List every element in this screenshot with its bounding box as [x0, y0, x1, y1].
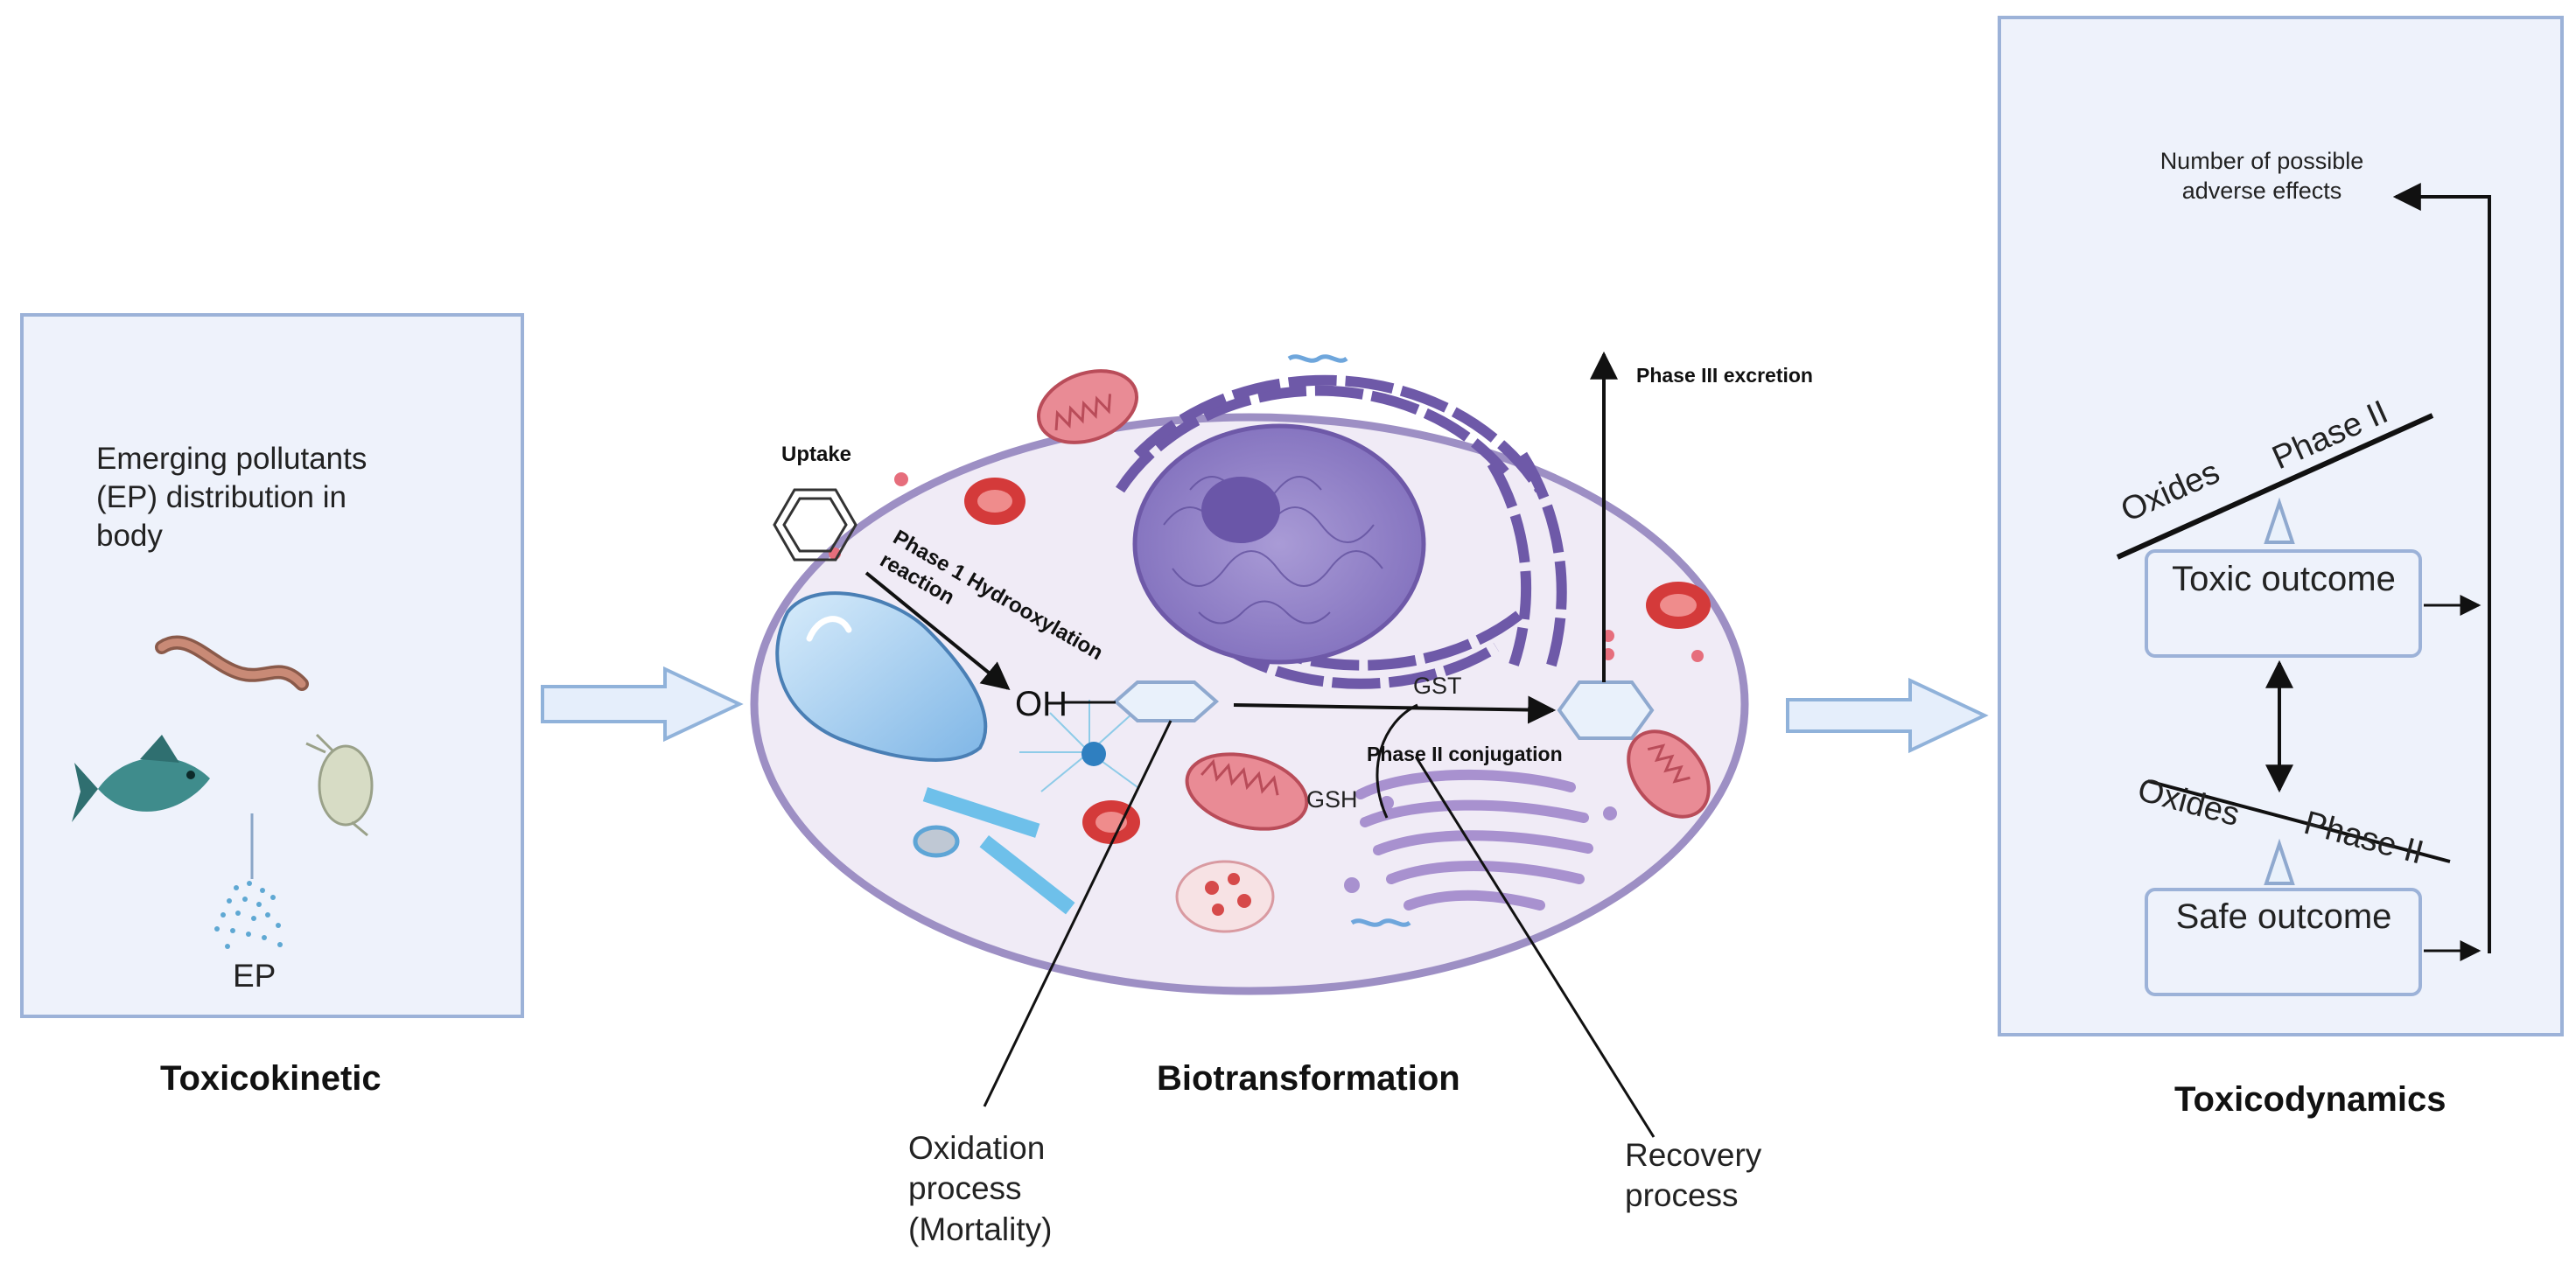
- hexagon-phase2: [1557, 680, 1655, 740]
- golgi-apparatus: [1355, 769, 1593, 911]
- mitochondria-top: [1036, 369, 1139, 444]
- red-organelle-2: [1646, 582, 1711, 629]
- feedback-line: [2392, 183, 2491, 953]
- rna-squiggle-top: [1287, 354, 1348, 363]
- adverse-effects-label: Number of possible adverse effects: [2160, 148, 2364, 204]
- toxicodynamics-title: Toxicodynamics: [2174, 1080, 2446, 1119]
- red-organelle-3: [1082, 800, 1140, 844]
- oh-label: OH: [1015, 685, 1068, 723]
- safe-outcome-box: [2145, 888, 2422, 996]
- mitochondria-bottom-left: [1185, 752, 1309, 831]
- leader-oxidation: [983, 720, 1172, 1107]
- toxic-outcome-box: [2145, 549, 2422, 658]
- toxic-outcome-label: Toxic outcome: [2172, 560, 2396, 598]
- recovery-label: Recovery process: [1625, 1137, 1762, 1214]
- uptake-label: Uptake: [781, 443, 852, 466]
- vacuole-highlight: [806, 616, 852, 642]
- benzene-ring-icon: [773, 488, 858, 562]
- vesicle: [1344, 877, 1360, 893]
- biotransformation-title: Biotransformation: [1157, 1059, 1460, 1098]
- fulcrum-bottom: [2264, 838, 2295, 885]
- fish-icon: [72, 735, 210, 822]
- gsh-label: GSH: [1306, 786, 1358, 813]
- gst-label: GST: [1413, 673, 1462, 699]
- ep-particles-icon: [214, 881, 283, 949]
- hollow-arrow-right: [1786, 677, 1989, 754]
- toxicokinetic-title: Toxicokinetic: [160, 1059, 382, 1098]
- vesicle: [1603, 806, 1617, 820]
- vacuole: [775, 591, 988, 762]
- balance-beam-top: [2116, 413, 2434, 560]
- toxicokinetic-description: Emerging pollutants (EP) distribution in…: [96, 442, 368, 553]
- cytoskeleton-bar-2: [979, 835, 1075, 915]
- phase2-conjugation-label: Phase II conjugation: [1367, 743, 1563, 765]
- safe-outcome-label: Safe outcome: [2175, 897, 2392, 936]
- hexagon-phase1: [1112, 680, 1220, 722]
- arrow-uptake: [864, 571, 1011, 691]
- hollow-arrow-left: [541, 666, 744, 743]
- leader-recovery: [1414, 756, 1656, 1138]
- oxidation-label: Oxidation process (Mortality): [908, 1130, 1053, 1247]
- red-organelle-1: [964, 478, 1026, 525]
- nucleus: [1132, 423, 1426, 665]
- mitochondria-right: [1627, 729, 1711, 819]
- fulcrum-top: [2264, 497, 2295, 544]
- nucleolus: [1201, 477, 1280, 543]
- rna-squiggle-bottom: [1350, 918, 1411, 927]
- gsh-curve: [1376, 703, 1418, 819]
- arrow-conjugation: [1233, 695, 1557, 724]
- phase3-excretion-label: Phase III excretion: [1636, 364, 1813, 387]
- oxidation-core: [1082, 742, 1106, 766]
- small-vesicle: [913, 825, 960, 858]
- cytoskeleton-bar-1: [922, 787, 1040, 838]
- toxicokinetic-panel: [20, 313, 524, 1018]
- ep-label: EP: [233, 958, 276, 994]
- daphnia-icon: [305, 733, 374, 837]
- balance-beam-bottom: [2147, 779, 2451, 863]
- lysosome: [1175, 860, 1275, 933]
- worm-icon: [155, 635, 309, 691]
- small-pink-dots: [829, 472, 1704, 662]
